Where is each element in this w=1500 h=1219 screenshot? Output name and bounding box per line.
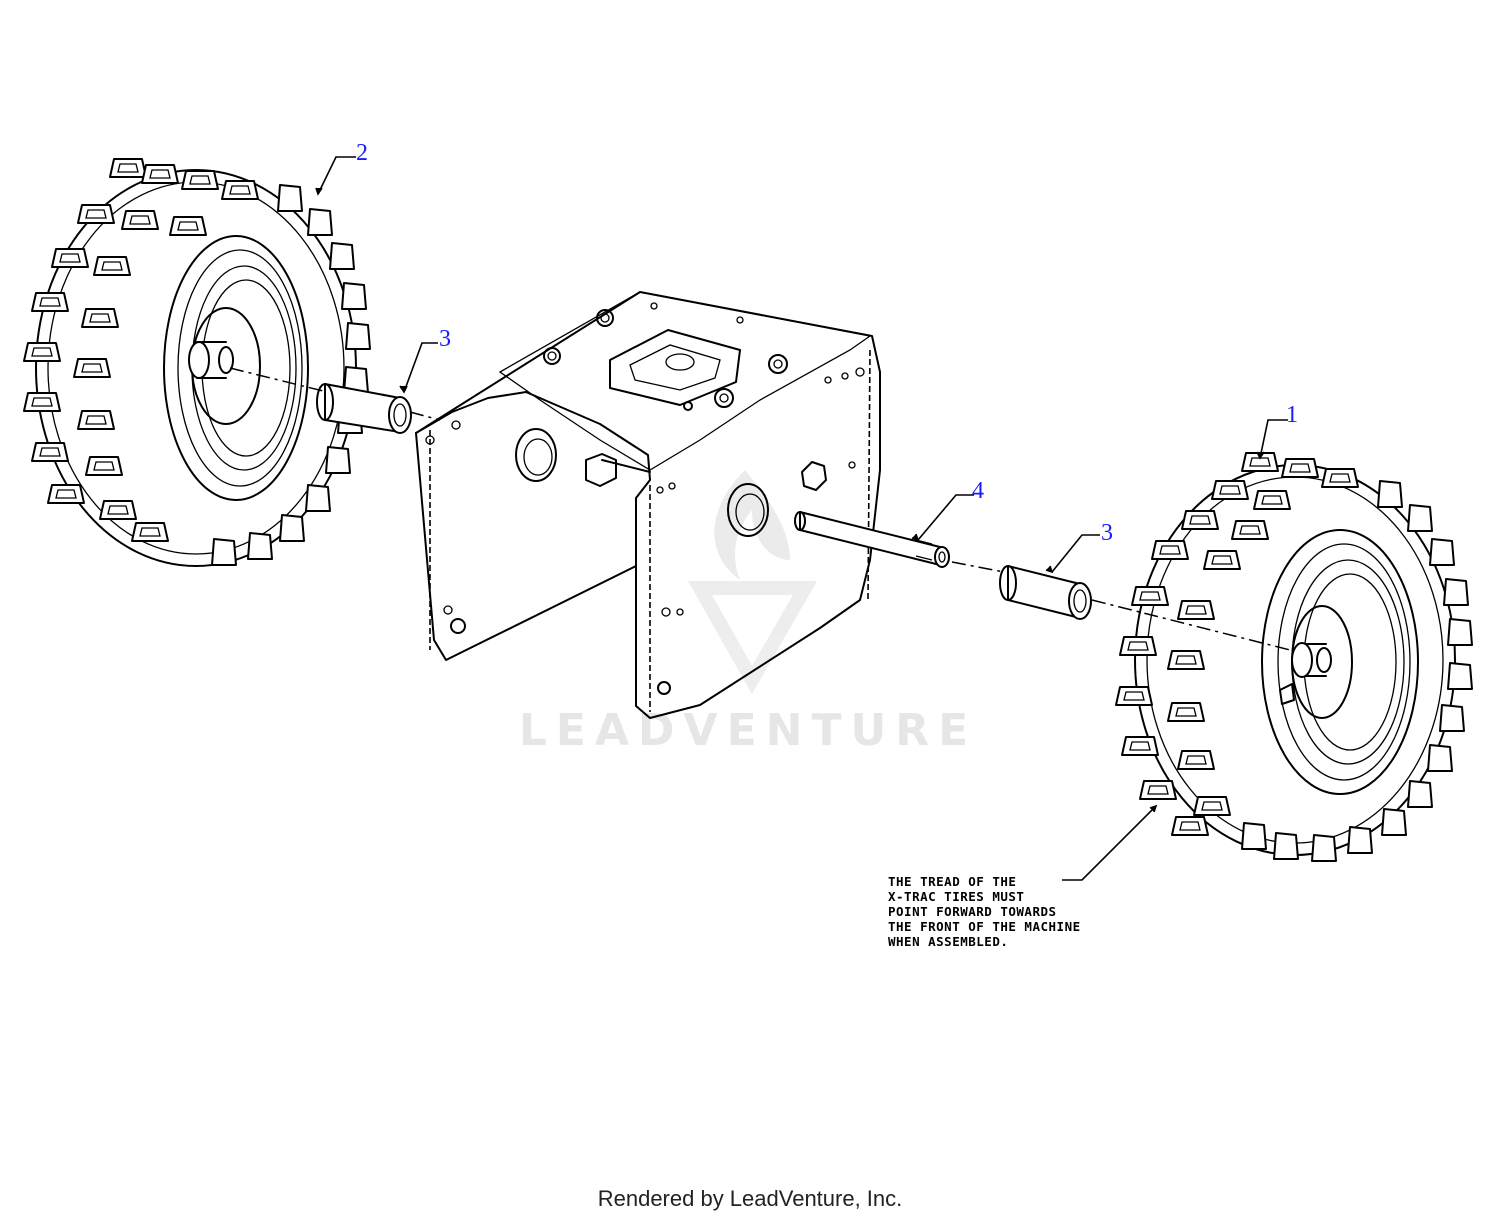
callout-leaders bbox=[315, 156, 1288, 881]
right-spacer bbox=[999, 565, 1092, 620]
frame bbox=[415, 291, 881, 719]
callout-1: 1 bbox=[1286, 402, 1298, 428]
callout-4: 4 bbox=[972, 478, 984, 504]
footer-credit: Rendered by LeadVenture, Inc. bbox=[597, 1186, 903, 1211]
watermark-text: LEADVENTURE bbox=[519, 705, 977, 756]
left-wheel-assembly bbox=[23, 158, 371, 567]
note-line-1: THE TREAD OF THE bbox=[888, 874, 1016, 889]
right-wheel-assembly bbox=[1115, 452, 1473, 862]
callout-2: 2 bbox=[356, 140, 368, 166]
watermark: LEADVENTURE bbox=[519, 470, 977, 756]
callout-3-right: 3 bbox=[1101, 520, 1113, 546]
watermark-flame-icon bbox=[688, 470, 818, 695]
assembly-note: THE TREAD OF THE X-TRAC TIRES MUST POINT… bbox=[888, 874, 1081, 949]
note-line-3: POINT FORWARD TOWARDS bbox=[888, 904, 1057, 919]
callout-labels: 2 3 1 4 3 bbox=[356, 140, 1298, 546]
axle bbox=[794, 511, 950, 568]
note-line-4: THE FRONT OF THE MACHINE bbox=[888, 919, 1081, 934]
callout-3-left: 3 bbox=[439, 326, 451, 352]
note-line-5: WHEN ASSEMBLED. bbox=[888, 934, 1008, 949]
left-spacer bbox=[316, 383, 412, 434]
note-line-2: X-TRAC TIRES MUST bbox=[888, 889, 1024, 904]
